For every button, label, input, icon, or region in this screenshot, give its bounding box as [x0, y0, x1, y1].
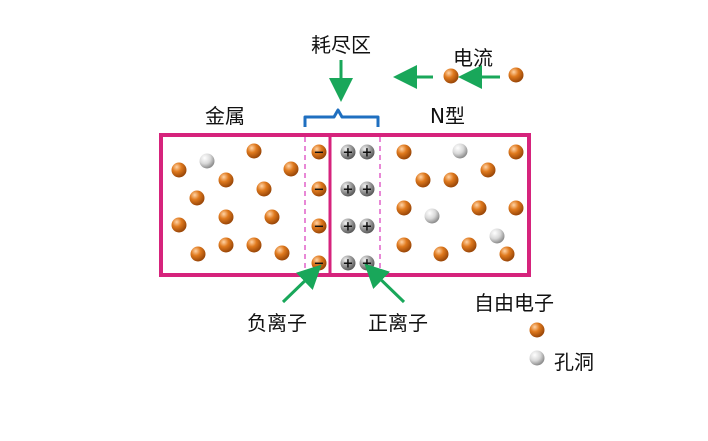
positive-ion [359, 144, 375, 160]
positive-ion-label: 正离子 [368, 311, 428, 335]
n-hole [424, 208, 440, 224]
legend-hole-label: 孔洞 [554, 350, 594, 374]
electron [508, 200, 524, 216]
electron [190, 246, 206, 262]
svg-text:−: − [314, 146, 325, 161]
legend-hole-icon [529, 350, 545, 366]
electron [218, 237, 234, 253]
positive-ions: + + + + + + + + [340, 144, 375, 272]
svg-text:+: + [343, 146, 354, 161]
legend-electron-icon [529, 322, 545, 338]
metal-electrons [171, 143, 299, 262]
svg-text:+: + [362, 220, 373, 235]
junction-box [159, 133, 531, 277]
electron [508, 144, 524, 160]
electron [443, 172, 459, 188]
electron [256, 181, 272, 197]
svg-text:+: + [343, 257, 354, 272]
negative-ion [311, 181, 327, 197]
negative-ion-arrow [281, 264, 322, 304]
negative-ion-label: 负离子 [247, 311, 307, 335]
svg-text:−: − [314, 183, 325, 198]
svg-text:+: + [343, 183, 354, 198]
electron [246, 143, 262, 159]
positive-ion [340, 181, 356, 197]
electron [171, 162, 187, 178]
electron [433, 246, 449, 262]
current-electron-1 [443, 68, 459, 84]
svg-text:−: − [314, 220, 325, 235]
positive-ion [340, 255, 356, 271]
electron [415, 172, 431, 188]
electron [480, 162, 496, 178]
metal-label: 金属 [205, 104, 245, 128]
electron [246, 237, 262, 253]
metal-hole [199, 153, 215, 169]
n-hole [452, 143, 468, 159]
electron [218, 172, 234, 188]
electron [189, 190, 205, 206]
electron [461, 237, 477, 253]
negative-ion [311, 144, 327, 160]
n-hole [489, 228, 505, 244]
depletion-brace [303, 108, 380, 127]
electron [396, 200, 412, 216]
electron [274, 245, 290, 261]
electron [218, 209, 234, 225]
electron [264, 209, 280, 225]
positive-ion [359, 181, 375, 197]
electron [283, 161, 299, 177]
current-electron-2 [508, 67, 524, 83]
current-label: 电流 [453, 46, 493, 70]
negative-ions: − − − − [311, 144, 327, 272]
negative-ion [311, 218, 327, 234]
positive-ion-arrow [364, 263, 406, 304]
svg-text:+: + [362, 146, 373, 161]
svg-text:+: + [362, 257, 373, 272]
depletion-region-label: 耗尽区 [311, 33, 371, 57]
svg-text:−: − [314, 257, 325, 272]
positive-ion [340, 144, 356, 160]
electron [499, 246, 515, 262]
n-electrons [396, 144, 524, 262]
electron [396, 237, 412, 253]
legend-free-electron-label: 自由电子 [474, 291, 554, 315]
electron [171, 217, 187, 233]
n-type-label: N型 [430, 104, 465, 128]
positive-ion [340, 218, 356, 234]
svg-text:+: + [343, 220, 354, 235]
electron [396, 144, 412, 160]
svg-text:+: + [362, 183, 373, 198]
electron [471, 200, 487, 216]
positive-ion [359, 218, 375, 234]
